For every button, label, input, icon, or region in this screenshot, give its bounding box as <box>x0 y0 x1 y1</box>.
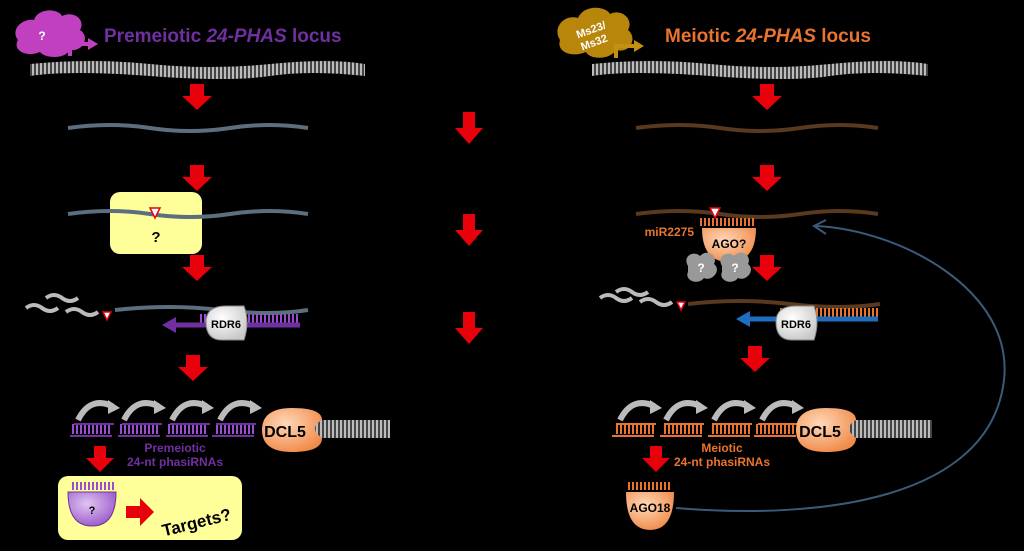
right-dna-locus <box>592 61 928 79</box>
red-down-arrow-icon <box>182 255 212 281</box>
red-down-arrow-icon <box>455 214 483 246</box>
promoter-arrow-icon <box>614 44 636 58</box>
left-ago-label: ? <box>89 505 96 517</box>
cleavage-site-icon <box>675 301 687 312</box>
right-cleaved-transcript <box>635 209 879 219</box>
cofactor-blob-icon <box>686 252 717 282</box>
right-title: Meiotic 24-PHAS locus <box>665 26 871 47</box>
left-rdr6-direction-icon <box>162 317 176 333</box>
left-cleaved-transcript <box>67 209 309 219</box>
premeiotic-factor: ? <box>15 10 85 57</box>
factor-blob-icon <box>15 10 85 57</box>
right-panel: Ms23/ Ms32 Meiotic 24-PHAS locus miR2275… <box>557 7 1006 530</box>
right-rdr6-label: RDR6 <box>781 319 811 331</box>
right-phasirna-label-2: 24-nt phasiRNAs <box>674 455 770 469</box>
red-down-arrow-icon <box>86 446 114 472</box>
promoter-arrowhead-icon <box>634 40 644 52</box>
right-rdr6-direction-icon <box>736 311 750 327</box>
red-down-arrow-icon <box>752 165 782 191</box>
right-dcl5: DCL5 <box>796 408 856 452</box>
right-phasirna-label-1: Meiotic <box>701 441 743 455</box>
red-down-arrow-icon <box>182 84 212 110</box>
left-dcl5: DCL5 <box>262 408 322 452</box>
feedback-arrowhead-icon <box>812 219 827 235</box>
left-unknown-box <box>110 192 202 254</box>
factor-label: ? <box>38 29 45 43</box>
left-panel: ? Premeiotic 24-PHAS locus ? <box>15 10 390 540</box>
left-title: Premeiotic 24-PHAS locus <box>104 26 342 47</box>
right-ago-label: AGO? <box>712 237 747 251</box>
red-down-arrow-icon <box>740 346 770 372</box>
red-down-arrow-icon <box>455 312 483 344</box>
red-down-arrow-icon <box>752 84 782 110</box>
unknown-cofactor-1: ? <box>697 261 704 275</box>
red-down-arrow-icon <box>455 112 483 144</box>
left-loaded-sirna <box>70 482 114 490</box>
left-step-arrows <box>86 84 212 472</box>
right-step-arrows <box>642 84 782 472</box>
mir2275-duplex <box>700 218 754 226</box>
left-phasirna-label-1: Premeiotic <box>144 441 206 455</box>
left-phasirna-duplexes <box>70 423 256 437</box>
promoter-arrowhead-icon <box>88 38 98 50</box>
right-dsrna-strand <box>778 308 878 317</box>
right-phasirna-duplexes <box>612 423 798 437</box>
red-down-arrow-icon <box>182 165 212 191</box>
left-dcl5-substrate <box>300 420 390 438</box>
ago18: AGO18 <box>626 492 674 530</box>
right-dcl5-label: DCL5 <box>799 424 841 441</box>
right-loaded-sirna <box>628 482 672 490</box>
mir2275-label: miR2275 <box>645 225 695 239</box>
red-down-arrow-icon <box>642 446 670 472</box>
left-ago <box>67 491 117 527</box>
middle-step-arrows <box>455 112 483 344</box>
factor-blob-icon <box>557 7 633 58</box>
left-box-label: ? <box>151 229 160 246</box>
unknown-cofactors: ? ? <box>686 252 751 282</box>
right-rdr6-template <box>687 299 881 309</box>
right-transcript <box>635 123 879 133</box>
promoter-arrow-icon <box>68 42 90 56</box>
left-dna-locus <box>30 61 365 79</box>
red-right-arrow-icon <box>126 498 154 526</box>
left-degraded-fragments <box>24 293 100 317</box>
left-rdr6-label: RDR6 <box>211 319 241 331</box>
unknown-cofactor-2: ? <box>731 261 738 275</box>
left-dicing-arrows <box>75 400 262 422</box>
right-dcl5-substrate <box>842 420 932 438</box>
red-down-arrow-icon <box>752 255 782 281</box>
red-down-arrow-icon <box>178 355 208 381</box>
right-rdr6: RDR6 <box>775 305 818 341</box>
cleavage-site-icon <box>148 207 162 220</box>
meiotic-factor: Ms23/ Ms32 <box>557 7 633 58</box>
cleavage-site-icon <box>101 311 113 322</box>
left-dsrna-strand <box>200 314 300 323</box>
left-rdr6: RDR6 <box>205 305 248 341</box>
left-dcl5-label: DCL5 <box>264 424 306 441</box>
cofactor-blob-icon <box>720 252 751 282</box>
cleavage-site-icon <box>708 207 722 220</box>
left-transcript <box>67 123 309 133</box>
left-phasirna-label-2: 24-nt phasiRNAs <box>127 455 223 469</box>
right-dicing-arrows <box>617 400 804 422</box>
right-degraded-fragments <box>598 287 674 307</box>
ago18-label: AGO18 <box>630 501 671 515</box>
feedback-loop-arrow <box>675 225 1006 512</box>
